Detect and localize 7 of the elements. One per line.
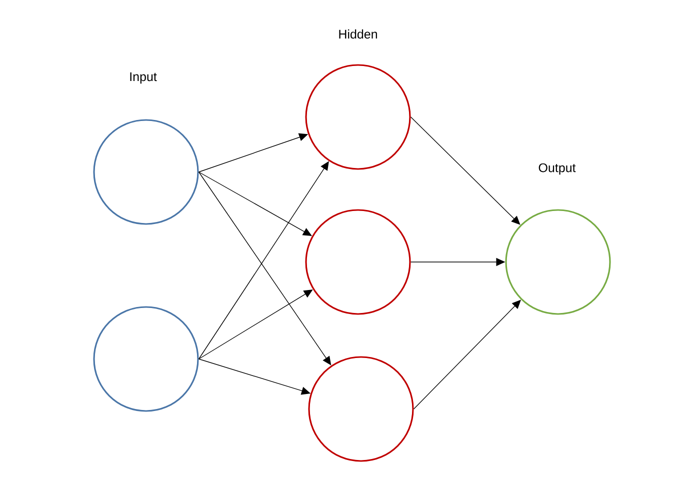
neuron-circle bbox=[93, 306, 199, 412]
neuron-circle bbox=[505, 209, 611, 315]
neuron-circle bbox=[308, 356, 414, 462]
neuron-circle bbox=[93, 119, 199, 225]
neuron-circle bbox=[305, 209, 411, 315]
neuron-circle bbox=[305, 64, 411, 170]
arrow bbox=[410, 116, 520, 225]
